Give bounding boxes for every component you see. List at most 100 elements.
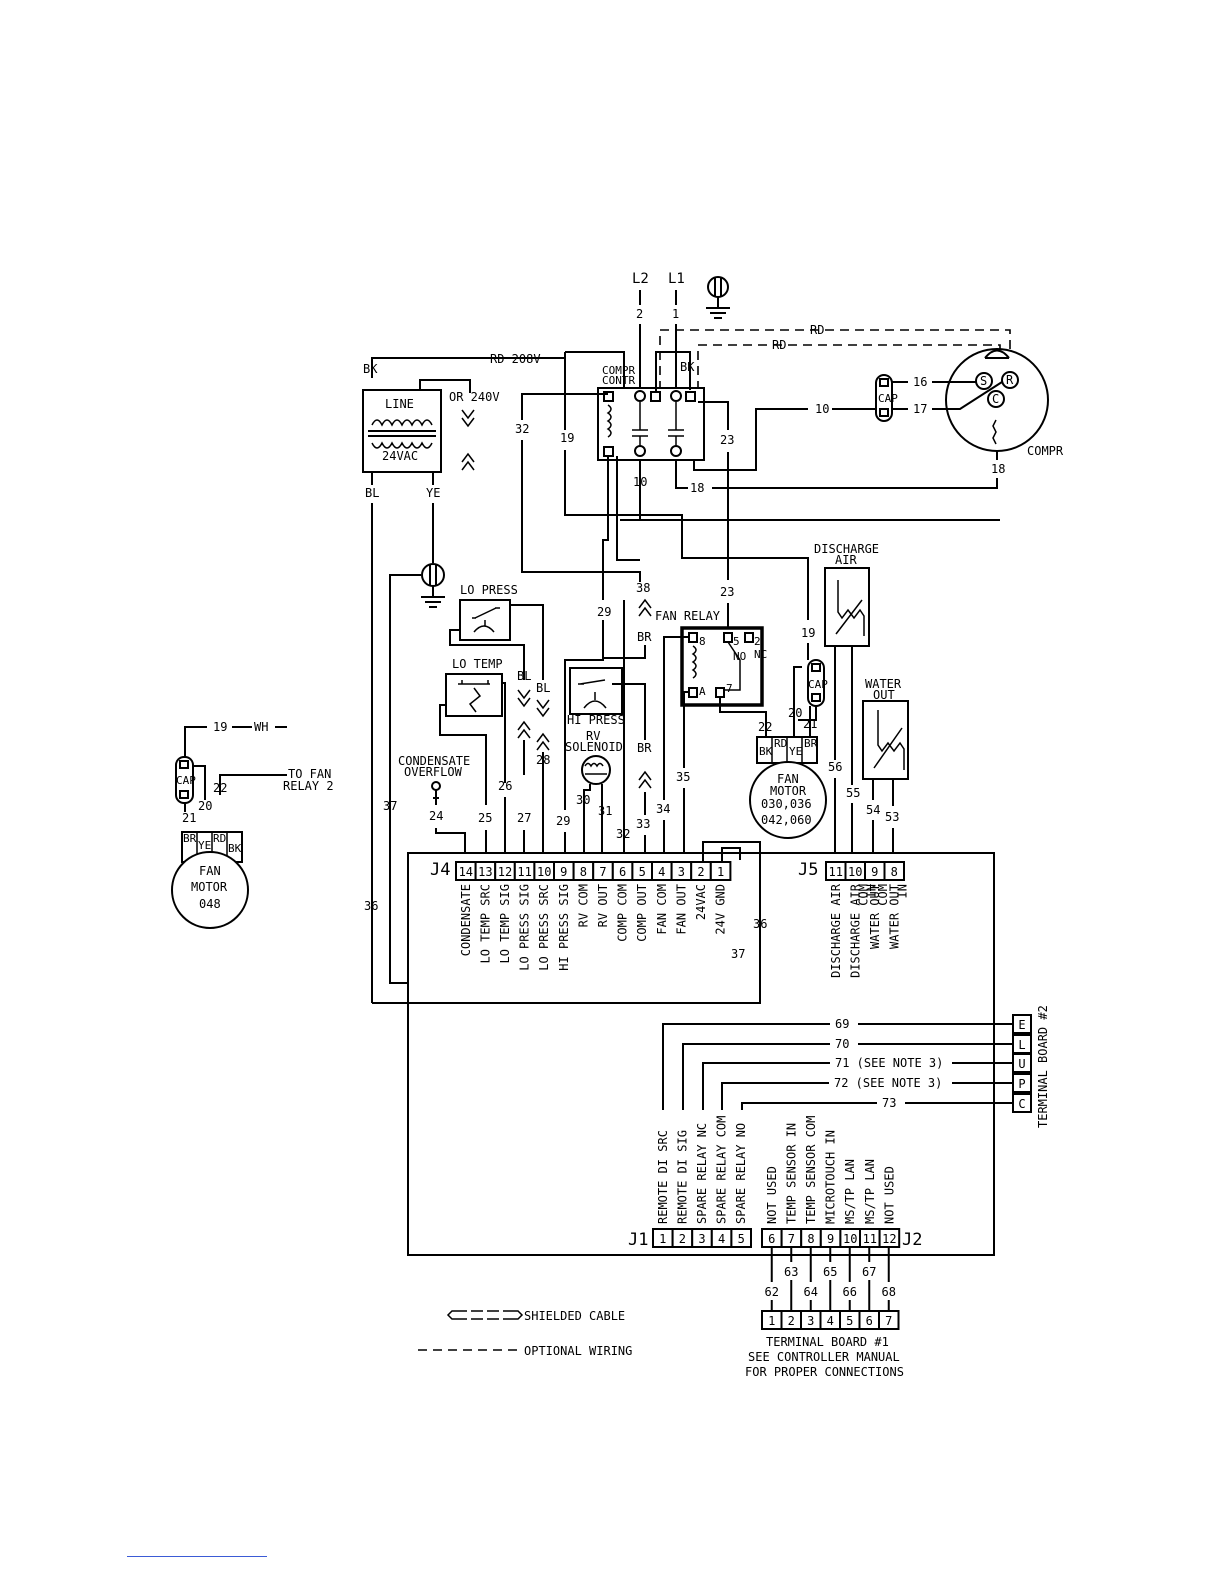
terminal-board-2-letter: P [1018,1077,1025,1091]
br-label-2: BR [637,741,652,755]
wire-10b-label: 10 [815,402,829,416]
j1-pin [730,1228,753,1248]
legend-shielded-label: SHIELDED CABLE [524,1309,625,1323]
j2-pin-number: 11 [863,1232,877,1246]
discharge-label: DISCHARGE [814,542,879,556]
j4-pin-number: 13 [478,865,492,879]
ground-icon [421,563,445,608]
fan048-wh-label: WH [254,720,268,734]
ground-icon [706,276,730,319]
compressor-r-label: R [1006,373,1014,387]
j5-pin-name-3: IN [864,884,878,898]
rd-label-2: RD [772,338,786,352]
j1-pin-number: 1 [659,1232,666,1246]
wire-36b-label: 36 [753,917,767,931]
discharge-air-sensor [824,567,870,647]
wire-31-label: 31 [598,804,612,818]
j4-pin-name: RV OUT [596,884,610,927]
j4-pin-number: 2 [697,865,704,879]
fan048-br-label: BR [183,832,197,845]
wire-55-label: 55 [846,786,860,800]
j2-label: J2 [902,1230,922,1250]
j4-pin-number: 6 [619,865,626,879]
fan048-to-fan-label: TO FAN [288,767,331,781]
fan048-bk-label: BK [228,842,242,855]
compressor-label: COMPR [1027,444,1064,458]
fan048-relay2-label: RELAY 2 [283,779,334,793]
wire-28-label: 28 [536,753,550,767]
hi-pressure-switch [569,667,623,715]
compressor-s-label: S [980,374,987,388]
j2-pin-name: NOT USED [882,1166,896,1224]
j2-pin-number: 6 [768,1232,775,1246]
j1-pin-number: 3 [698,1232,705,1246]
water-out-label: OUT [873,688,895,702]
terminal-board-1-wire: 68 [882,1285,896,1299]
j1-pin-number: 2 [679,1232,686,1246]
terminal-board-1-pin-number: 2 [788,1314,795,1328]
wire-18-label: 18 [690,481,704,495]
j4-pin-name: HI PRESS SIG [557,884,571,971]
l2-label: L2 [632,271,649,287]
j1-label: J1 [628,1230,648,1250]
j5-pin [883,861,905,881]
wire-35-label: 35 [676,770,690,784]
wire-17-label: 17 [913,402,927,416]
j1-pin-name: SPARE RELAY COM [715,1116,729,1224]
wire-1-label: 1 [672,307,679,321]
terminal-board-2-wire: 73 [882,1096,896,1110]
condensate-sensor-icon [431,781,441,791]
j1-pin-number: 5 [738,1232,745,1246]
condensate-label: CONDENSATE [398,754,470,768]
j1-pin-number: 4 [718,1232,725,1246]
wire-33-label: 33 [636,817,650,831]
rv-solenoid-icon [581,755,611,785]
j4-pin-name: LO TEMP SRC [478,884,492,963]
rd-label-1: RD [810,323,824,337]
j1-pin-name: REMOTE DI SIG [675,1130,689,1224]
j2-pin-number: 10 [843,1232,857,1246]
fan-motor-label: FAN [777,772,799,786]
fan-motor-label-2: MOTOR [770,784,807,798]
wire-36-label: 36 [364,899,378,913]
terminal-board-1-label: TERMINAL BOARD #1 [766,1335,889,1349]
fan048-size-label: 048 [199,897,221,911]
j5-pin-name: WATER OUT [887,884,901,949]
ye-label: YE [426,486,440,500]
water-out-sensor [862,700,909,780]
legend-optional-label: OPTIONAL WIRING [524,1344,632,1358]
fan048-wire-21-label: 21 [182,811,196,825]
terminal-board-1-wire: 66 [843,1285,857,1299]
wire-23-label: 23 [720,433,734,447]
bk-label: BK [363,362,378,376]
terminal-board-1-pin-number: 6 [866,1314,873,1328]
fan048-cap-label: CAP [176,774,196,787]
footer-link-rule [127,1556,267,1557]
j2-pin-name: NOT USED [765,1166,779,1224]
wire-27-label: 27 [517,811,531,825]
terminal-board-2-wire: 69 [835,1017,849,1031]
j4-pin-number: 8 [580,865,587,879]
wire-26-label: 26 [498,779,512,793]
wire-20-label: 20 [788,706,802,720]
fan048-motor-label: MOTOR [191,880,228,894]
relay-a-label: A [699,685,706,698]
j4-pin-name: 24VAC [694,884,708,920]
j4-pin-name: FAN COM [655,884,669,935]
terminal-board-1-pin-number: 1 [768,1314,775,1328]
terminal-board-1-note-1: SEE CONTROLLER MANUAL [748,1350,900,1364]
fan-motor [749,761,827,839]
wire-32-label: 32 [515,422,529,436]
j5-pin-name-2: COM [876,884,890,906]
discharge-air-label: AIR [835,553,857,567]
wire-29-label: 29 [597,605,611,619]
lo-temp-label: LO TEMP [452,657,503,671]
j2-pin-number: 12 [882,1232,896,1246]
wire-34-label: 34 [656,802,670,816]
water-label: WATER [865,677,902,691]
fan048-rd-label: RD [213,832,226,845]
wire-56-label: 56 [828,760,842,774]
terminal-board-1-pin-number: 4 [827,1314,834,1328]
wire-53-label: 53 [885,810,899,824]
j2-pin-name: MICROTOUCH IN [824,1130,838,1224]
